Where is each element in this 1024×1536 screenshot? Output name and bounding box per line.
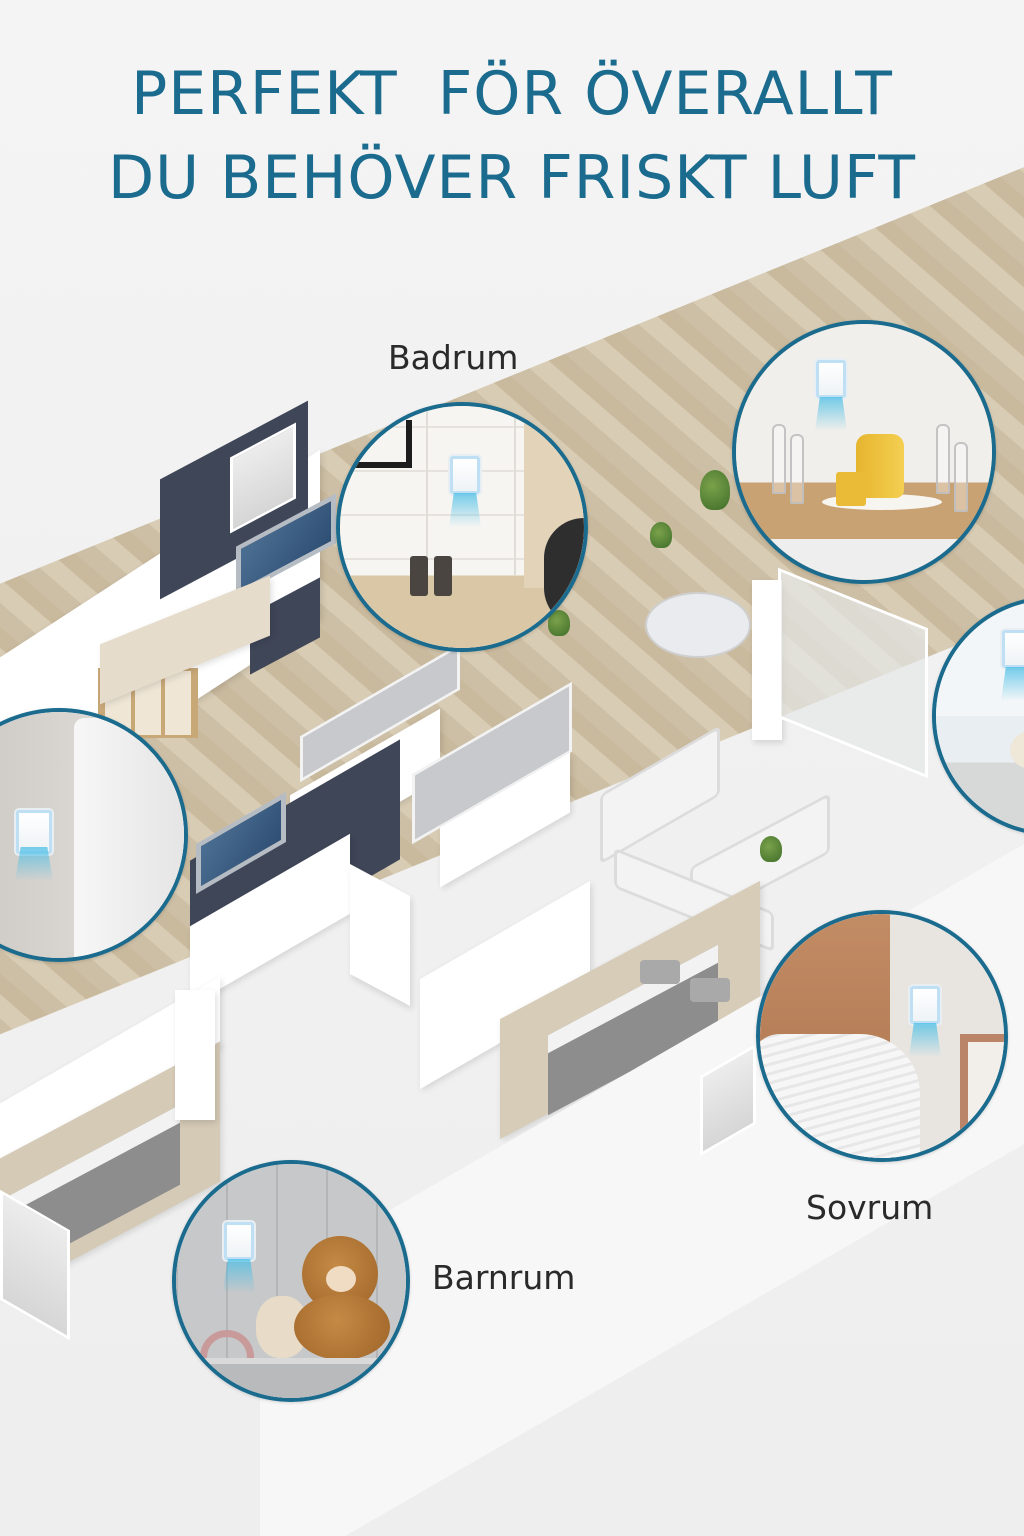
callout-badrum	[336, 402, 588, 652]
mirror-frame	[350, 420, 412, 468]
nightstand	[960, 1034, 1004, 1144]
callout-sovrum	[756, 910, 1008, 1162]
wine-glass	[936, 424, 950, 494]
bottle	[434, 556, 452, 596]
callout-matplats	[732, 320, 996, 584]
bottle	[410, 556, 428, 596]
pillow	[690, 978, 730, 1002]
teddy-bear-muzzle	[326, 1266, 356, 1292]
air-purifier-device-icon	[450, 456, 480, 494]
kettle	[544, 518, 584, 628]
toilet	[74, 718, 184, 958]
air-purifier-device-icon	[16, 810, 52, 854]
headline-line-1: PERFEKT FÖR ÖVERALLT	[131, 59, 893, 129]
bed-duvet	[760, 1034, 920, 1158]
air-purifier-device-icon	[816, 360, 846, 398]
wine-glass	[772, 424, 786, 494]
plant-coffee-table	[760, 836, 782, 862]
lower-bathroom-wall-side	[350, 864, 410, 1006]
wine-glass	[954, 442, 968, 512]
rainbow-toy	[200, 1330, 254, 1360]
air-purifier-device-icon	[910, 986, 940, 1024]
label-barnrum: Barnrum	[432, 1258, 576, 1297]
headline: PERFEKT FÖR ÖVERALLT DU BEHÖVER FRISKT L…	[0, 52, 1024, 220]
air-purifier-device-icon	[224, 1222, 254, 1260]
label-sovrum: Sovrum	[806, 1188, 934, 1227]
headline-line-2: DU BEHÖVER FRISKT LUFT	[107, 143, 917, 213]
plush-toy	[1010, 730, 1024, 770]
dresser	[176, 1358, 406, 1398]
wine-glass	[790, 434, 804, 504]
dining-table	[645, 592, 751, 658]
plant-hall	[650, 522, 672, 548]
callout-vardagsrum	[932, 596, 1024, 836]
hall-wall	[175, 990, 215, 1120]
air-purifier-device-icon	[1002, 630, 1024, 668]
teddy-bear-body	[294, 1294, 390, 1360]
partition-wall-right	[752, 580, 782, 740]
callout-barnrum	[172, 1160, 410, 1402]
label-badrum: Badrum	[388, 338, 519, 377]
callout-toalett	[0, 708, 188, 962]
cup	[836, 472, 866, 506]
pillow	[640, 960, 680, 984]
plant-dining	[700, 470, 730, 510]
